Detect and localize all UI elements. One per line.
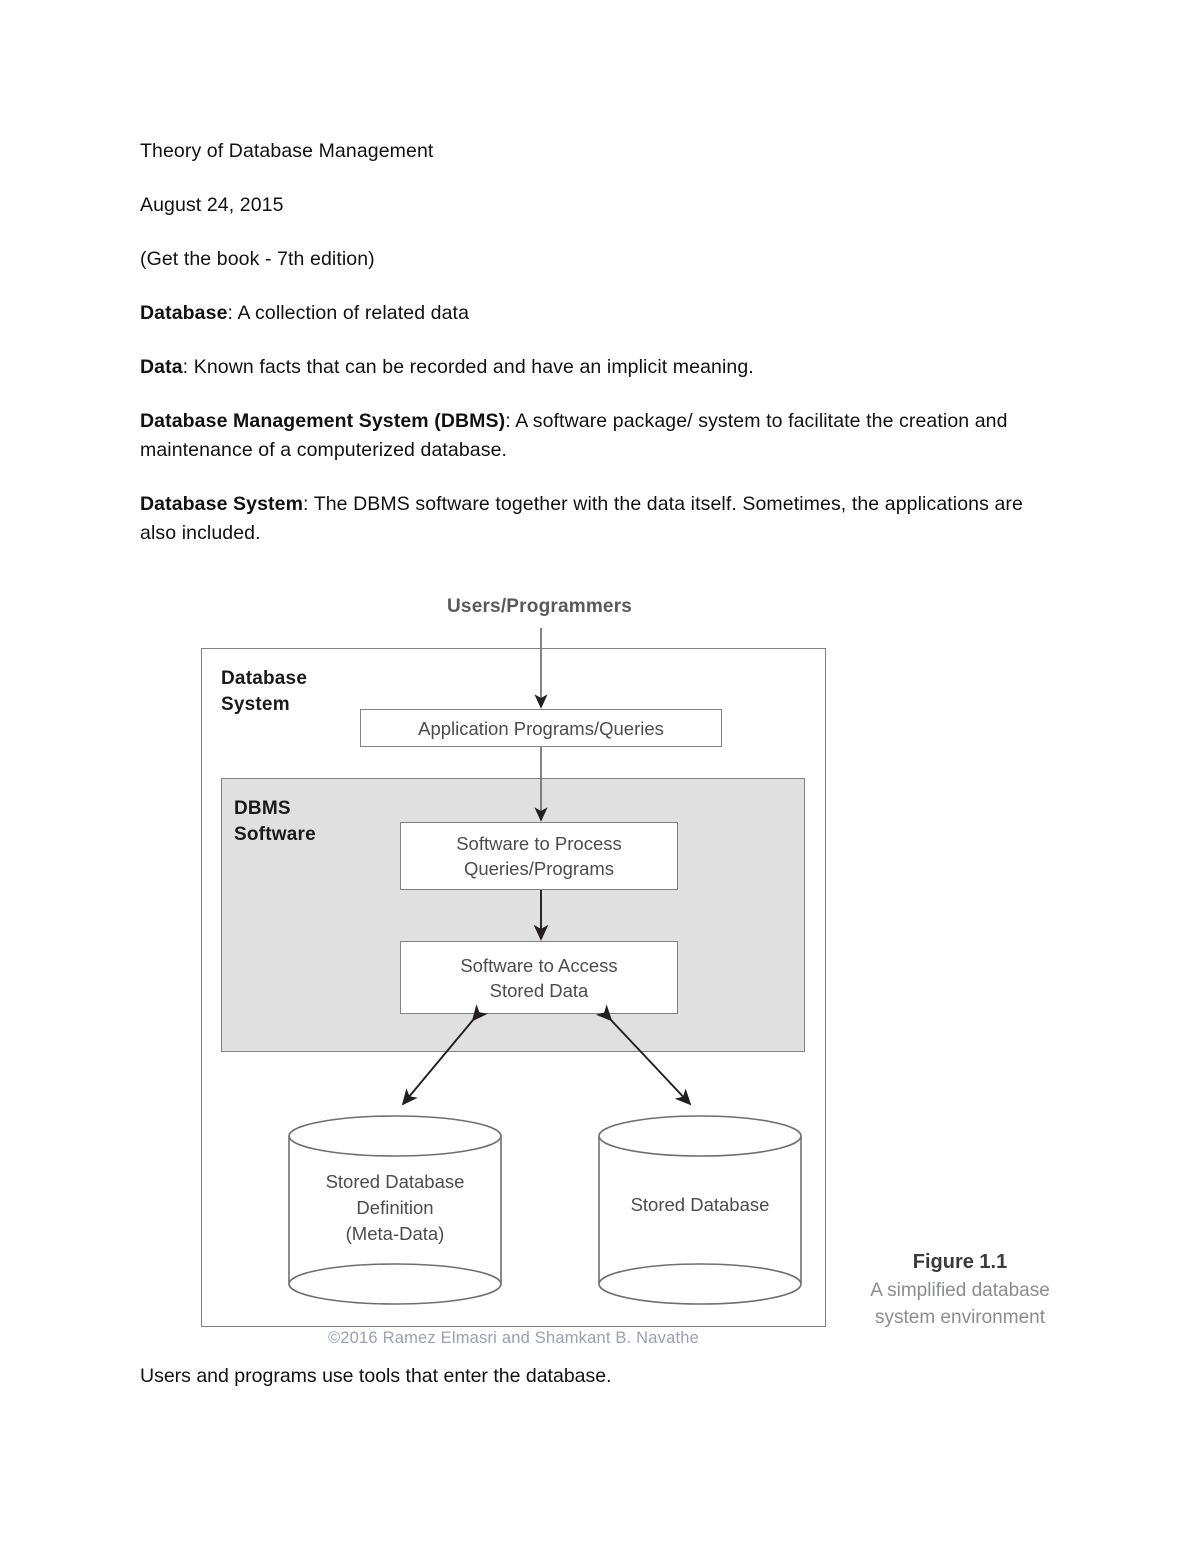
figure-caption: Figure 1.1 A simplified database system …: [845, 1249, 1075, 1331]
dbms-software-label: DBMS Software: [234, 796, 316, 848]
definition-database: Database: A collection of related data: [140, 299, 1060, 328]
definition-body-dbms: : A software package/ system to facilita…: [140, 410, 1008, 461]
figure-caption-line1: A simplified database: [870, 1280, 1050, 1301]
definition-dbms: Database Management System (DBMS): A sof…: [140, 407, 1060, 465]
application-programs-queries-label: Application Programs/Queries: [418, 717, 664, 739]
figure-caption-line2: system environment: [874, 1307, 1045, 1328]
database-system-label-line2: System: [221, 694, 290, 715]
software-to-access-stored-data-node: Software to Access Stored Data: [400, 941, 678, 1014]
access-line2: Stored Data: [489, 979, 589, 1001]
dbms-software-label-line1: DBMS: [234, 798, 291, 819]
stored-database-definition-cylinder: Stored Database Definition (Meta-Data): [287, 1114, 503, 1306]
definition-database-system: Database System: The DBMS software toget…: [140, 490, 1060, 548]
definition-term-database-system: Database System: [140, 493, 304, 515]
definition-body-data: : Known facts that can be recorded and h…: [182, 356, 754, 378]
software-to-process-queries-node: Software to Process Queries/Programs: [400, 822, 678, 890]
access-line1: Software to Access: [460, 954, 618, 976]
document-note-line: (Get the book - 7th edition): [140, 248, 375, 270]
document-text-body: Theory of Database Management August 24,…: [140, 137, 1060, 573]
closing-sentence: Users and programs use tools that enter …: [140, 1365, 612, 1387]
cylinder-shape-right-icon: [598, 1115, 802, 1305]
process-line2: Queries/Programs: [463, 858, 615, 879]
cylinder-shape-left-icon: [288, 1115, 502, 1305]
database-system-label-line1: Database: [221, 668, 308, 689]
stored-database-cylinder: Stored Database: [597, 1114, 803, 1306]
application-programs-queries-node: Application Programs/Queries: [360, 709, 722, 747]
software-to-process-queries-label: Software to Process Queries/Programs: [401, 831, 677, 881]
process-line1: Software to Process: [456, 833, 622, 854]
definition-term-dbms: Database Management System (DBMS): [140, 410, 506, 432]
users-programmers-label: Users/Programmers: [447, 596, 633, 617]
definition-term-data: Data: [140, 356, 183, 378]
definition-body-database: : A collection of related data: [227, 302, 470, 324]
definition-body-database-system: : The DBMS software together with the da…: [140, 493, 1023, 544]
definition-term-database: Database: [140, 302, 228, 324]
definition-data: Data: Known facts that can be recorded a…: [140, 353, 1060, 382]
dbms-software-label-line2: Software: [234, 824, 316, 845]
document-date-line: August 24, 2015: [140, 194, 284, 216]
database-system-label: Database System: [221, 666, 307, 718]
document-title-line: Theory of Database Management: [140, 140, 434, 162]
figure-copyright: ©2016 Ramez Elmasri and Shamkant B. Nava…: [327, 1329, 700, 1347]
figure-number: Figure 1.1: [912, 1251, 1008, 1273]
software-to-access-stored-data-label: Software to Access Stored Data: [401, 953, 677, 1003]
